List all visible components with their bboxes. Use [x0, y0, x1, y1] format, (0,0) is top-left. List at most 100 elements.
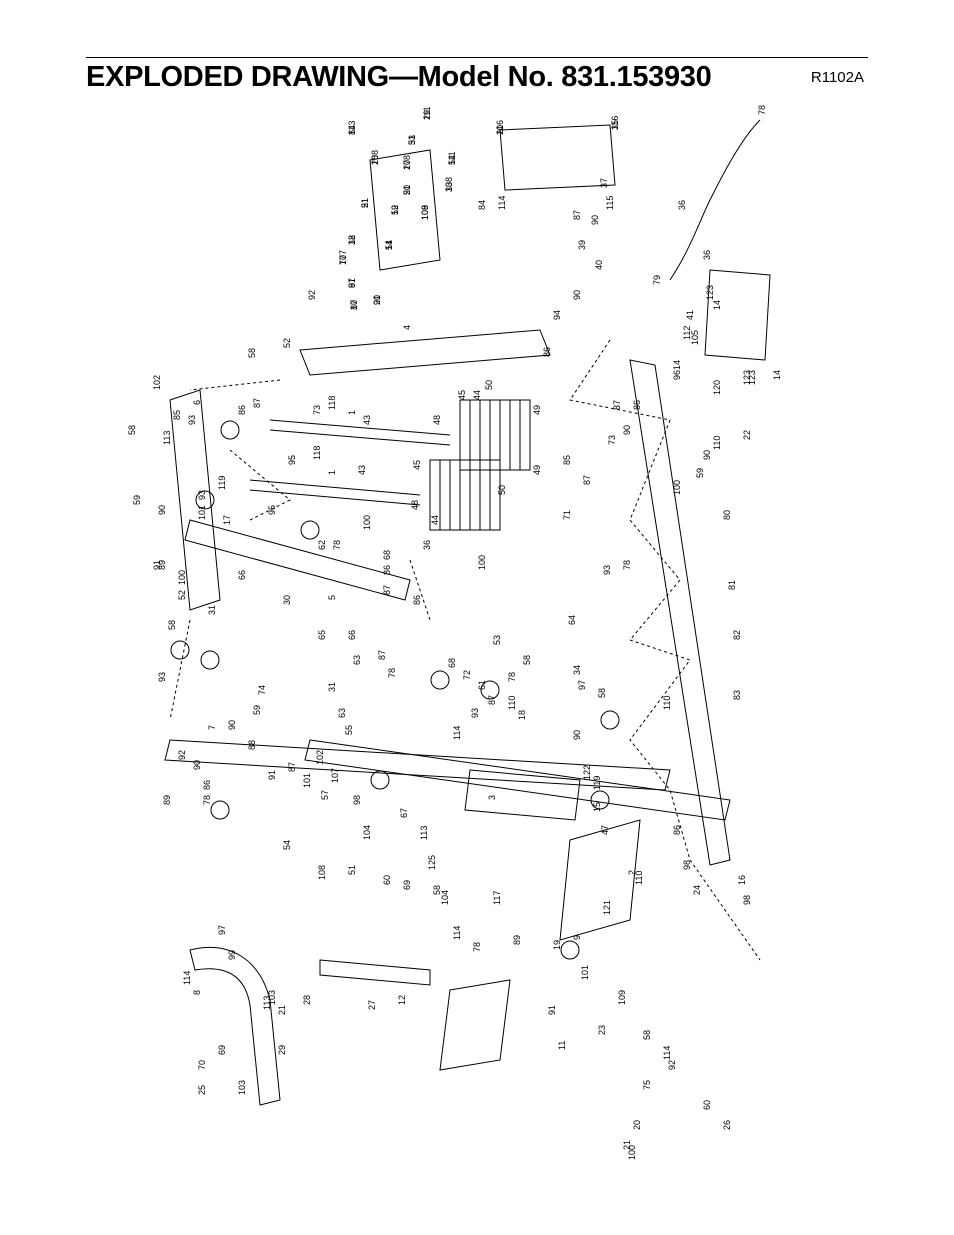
part-label: 94 — [552, 310, 562, 320]
part-label: 109 — [420, 205, 430, 220]
part-label: 73 — [312, 405, 322, 415]
part-label: 87 — [572, 210, 582, 220]
seat-pad — [559, 819, 641, 941]
part-label: 48 — [432, 415, 442, 425]
part-label: 4 — [402, 325, 412, 330]
leg-pad-top-right — [704, 269, 771, 361]
part-label: 120 — [712, 380, 722, 395]
part-label: 91 — [347, 278, 357, 288]
part-label: 125 — [427, 855, 437, 870]
part-label: 91 — [547, 1005, 557, 1015]
pulley-5 — [200, 650, 220, 670]
part-label: 78 — [332, 540, 342, 550]
part-label: 55 — [344, 725, 354, 735]
header-rule — [86, 57, 868, 58]
pulley-10 — [370, 770, 390, 790]
part-label: 78 — [202, 795, 212, 805]
part-label: 100 — [477, 555, 487, 570]
part-label: 27 — [402, 160, 412, 170]
part-label: 123 — [705, 285, 715, 300]
part-label: 110 — [634, 871, 644, 885]
part-label: 18 — [517, 710, 527, 720]
part-label: 86 — [632, 400, 642, 410]
part-label: 27 — [367, 1000, 377, 1010]
part-label: 114 — [452, 726, 462, 740]
part-label: 97 — [577, 680, 587, 690]
part-label: 83 — [732, 690, 742, 700]
part-label: 20 — [632, 1120, 642, 1130]
part-label: 63 — [337, 708, 347, 718]
part-label: 24 — [692, 885, 702, 895]
part-label: 31 — [327, 682, 337, 692]
part-label: 89 — [157, 560, 167, 570]
frame-upright-mid — [184, 519, 411, 601]
part-label: 99 — [227, 950, 237, 960]
part-label: 93 — [602, 565, 612, 575]
part-label: 90 — [572, 290, 582, 300]
part-label: 103 — [237, 1080, 247, 1095]
part-label: 116 — [610, 116, 620, 130]
part-label: 3 — [487, 795, 497, 800]
part-label: 69 — [217, 1045, 227, 1055]
part-label: 51 — [360, 198, 370, 208]
guide-rod-lower — [249, 479, 421, 506]
part-label: 49 — [532, 465, 542, 475]
part-label: 41 — [685, 310, 695, 320]
part-label: 90 — [572, 730, 582, 740]
part-label: 70 — [197, 1060, 207, 1070]
part-label: 87 — [382, 585, 392, 595]
part-label: 35 — [610, 120, 620, 130]
part-label: 110 — [712, 436, 722, 450]
part-label: 51 — [384, 240, 394, 250]
part-label: 96 — [672, 370, 682, 380]
part-label: 29 — [277, 1045, 287, 1055]
part-label: 73 — [607, 435, 617, 445]
pulley-4 — [170, 640, 190, 660]
part-label: 101 — [197, 505, 207, 520]
part-label: 58 — [167, 620, 177, 630]
part-label: 107 — [338, 250, 348, 265]
part-label: 18 — [347, 235, 357, 245]
part-label: 2 — [627, 870, 637, 875]
part-label: 37 — [599, 178, 609, 188]
part-label: 28 — [370, 155, 380, 165]
part-label: 107 — [330, 768, 340, 783]
part-label: 86 — [542, 347, 552, 357]
part-label: 91 — [267, 770, 277, 780]
part-label: 98 — [682, 860, 692, 870]
part-label: 14 — [712, 300, 722, 310]
curl-bar — [669, 119, 761, 281]
part-label: 108 — [402, 155, 412, 170]
part-label: 98 — [742, 895, 752, 905]
backrest-pad — [439, 979, 511, 1071]
part-label: 98 — [352, 795, 362, 805]
part-label: 115 — [605, 196, 615, 210]
part-label: 92 — [177, 750, 187, 760]
leg-tube-bottom — [319, 959, 431, 986]
part-label: 31 — [207, 605, 217, 615]
part-label: 78 — [507, 672, 517, 682]
part-label: 67 — [399, 808, 409, 818]
seat-back-pad — [499, 124, 616, 191]
part-label: 59 — [695, 468, 705, 478]
part-label: 108 — [370, 150, 380, 165]
part-label: 45 — [412, 460, 422, 470]
part-label: 32 — [347, 235, 357, 245]
part-label: 114 — [452, 926, 462, 940]
pulley-2 — [195, 490, 215, 510]
part-label: 58 — [522, 655, 532, 665]
part-label: 100 — [627, 1145, 637, 1160]
part-label: 25 — [197, 1085, 207, 1095]
part-label: 43 — [362, 415, 372, 425]
part-label: 117 — [492, 891, 502, 905]
press-arm-lower — [189, 946, 281, 1106]
frame-upright-left — [169, 389, 221, 611]
part-label: 29 — [422, 110, 432, 120]
part-label: 43 — [357, 465, 367, 475]
part-label: 90 — [590, 215, 600, 225]
frame-top-bar — [299, 329, 551, 376]
part-label: 86 — [382, 565, 392, 575]
part-label: 95 — [267, 505, 277, 515]
